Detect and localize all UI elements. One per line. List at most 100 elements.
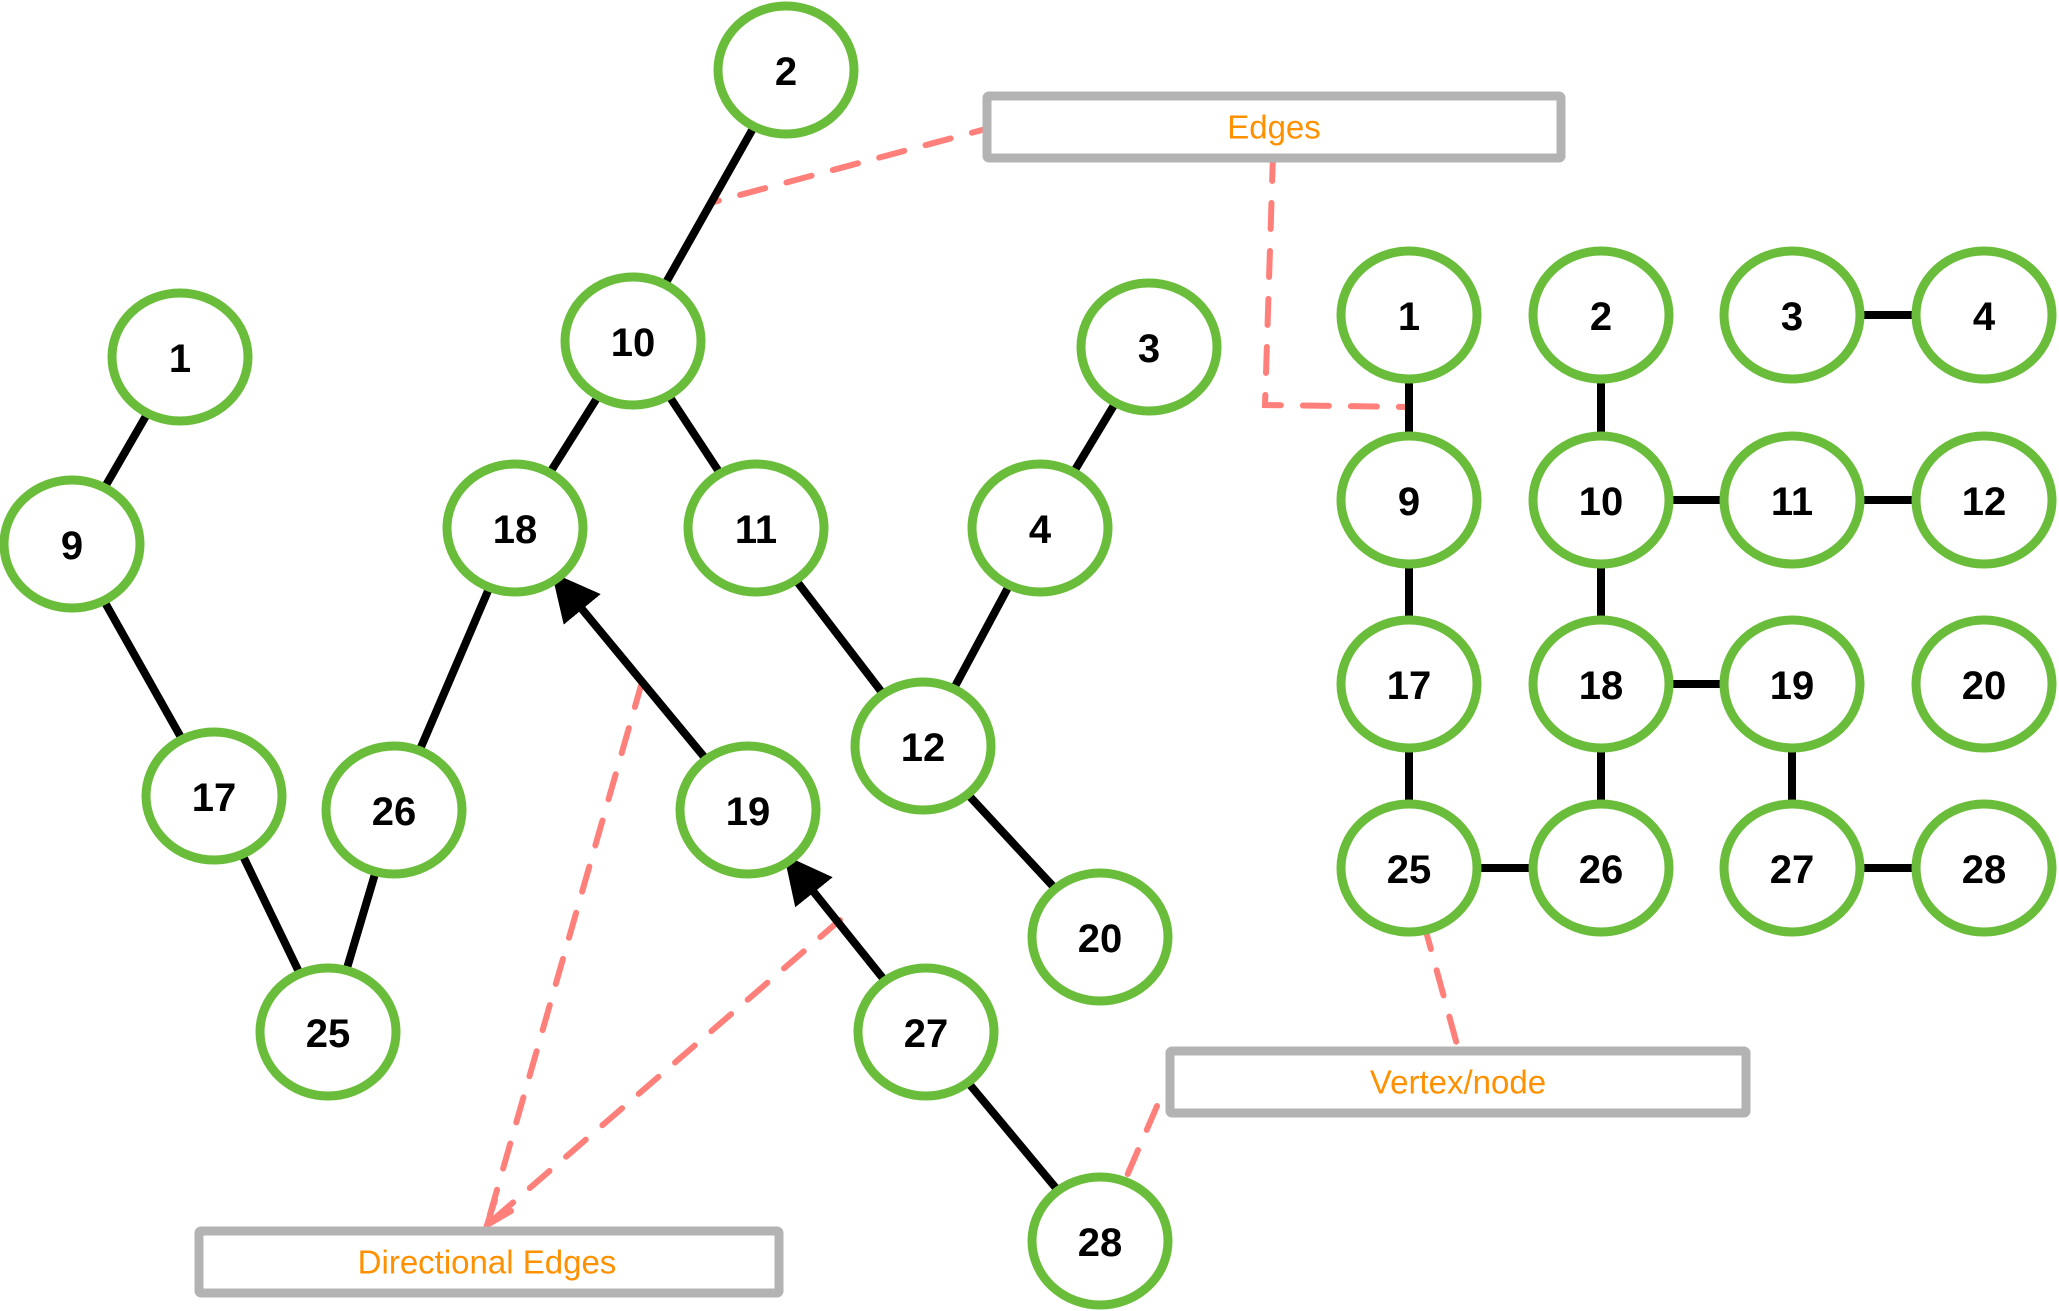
node-label: 10 (611, 321, 656, 365)
node-label: 26 (372, 790, 417, 834)
callout-vertex-to-right-node (1421, 921, 1462, 1055)
left-edge-10-18 (545, 392, 603, 477)
node-label: 9 (1398, 480, 1420, 524)
right-node-9: 9 (1336, 431, 1482, 569)
left-node-25: 25 (255, 963, 401, 1101)
left-edge-9-17 (99, 596, 187, 744)
left-node-20: 20 (1027, 868, 1173, 1006)
node-circle (107, 288, 253, 426)
directional-label-text: Directional Edges (358, 1244, 617, 1281)
edges-label-box: Edges (982, 91, 1566, 163)
left-graph-edges (99, 122, 1120, 1195)
node-circle (1027, 868, 1173, 1006)
left-node-18: 18 (442, 459, 588, 597)
node-circle (1911, 615, 2057, 753)
left-node-10: 10 (560, 272, 706, 410)
node-label: 20 (1962, 664, 2007, 708)
left-node-27: 27 (853, 963, 999, 1101)
right-node-25: 25 (1336, 799, 1482, 937)
node-circle (1911, 246, 2057, 384)
node-circle (1336, 246, 1482, 384)
node-label: 27 (1770, 848, 1815, 892)
left-edge-27-28 (963, 1078, 1063, 1195)
node-label: 28 (1078, 1221, 1123, 1265)
node-label: 11 (735, 508, 777, 552)
callout-edges-to-left-edge (707, 123, 1000, 206)
node-label: 19 (1770, 664, 1815, 708)
node-circle (1719, 246, 1865, 384)
edges-label-text: Edges (1227, 109, 1321, 146)
node-label: 17 (192, 776, 237, 820)
node-label: 12 (1962, 480, 2007, 524)
node-label: 18 (493, 508, 538, 552)
node-label: 1 (1398, 295, 1420, 339)
right-node-20: 20 (1911, 615, 2057, 753)
node-circle (0, 475, 145, 613)
node-circle (560, 272, 706, 410)
node-circle (1528, 799, 1674, 937)
node-label: 27 (904, 1012, 949, 1056)
node-label: 25 (1387, 848, 1432, 892)
vertex-label-box: Vertex/node (1165, 1046, 1751, 1118)
node-label: 4 (1973, 295, 1996, 339)
left-directed-edge-27-19 (783, 854, 890, 985)
node-circle (1911, 431, 2057, 569)
left-node-11: 11 (683, 459, 829, 597)
node-label: 20 (1078, 917, 1123, 961)
left-node-9: 9 (0, 475, 145, 613)
left-node-12: 12 (850, 677, 996, 815)
node-circle (675, 741, 821, 879)
right-node-28: 28 (1911, 799, 2057, 937)
left-edge-3-4 (1069, 398, 1120, 477)
right-node-27: 27 (1719, 799, 1865, 937)
node-label: 3 (1138, 327, 1160, 371)
left-edge-11-12 (791, 575, 888, 699)
left-edge-1-9 (100, 409, 152, 492)
node-label: 18 (1579, 664, 1624, 708)
left-node-3: 3 (1076, 278, 1222, 416)
node-circle (1336, 431, 1482, 569)
node-label: 4 (1029, 508, 1052, 552)
vertex-label-text: Vertex/node (1370, 1064, 1546, 1101)
left-edge-2-10 (660, 122, 759, 289)
node-circle (1719, 431, 1865, 569)
right-node-18: 18 (1528, 615, 1674, 753)
node-label: 17 (1387, 664, 1432, 708)
left-node-26: 26 (321, 741, 467, 879)
right-node-26: 26 (1528, 799, 1674, 937)
left-edge-18-26 (415, 583, 494, 755)
left-edge-26-25 (342, 867, 380, 975)
node-circle (1336, 615, 1482, 753)
right-node-11: 11 (1719, 431, 1865, 569)
node-circle (1528, 615, 1674, 753)
node-circle (850, 677, 996, 815)
right-node-17: 17 (1336, 615, 1482, 753)
node-circle (853, 963, 999, 1101)
callout-edges-to-right-edge (1261, 152, 1413, 410)
right-node-4: 4 (1911, 246, 2057, 384)
left-edge-12-20 (963, 790, 1060, 893)
callout-lines (481, 123, 1462, 1232)
node-label: 11 (1771, 480, 1813, 524)
node-circle (1027, 1172, 1173, 1310)
node-circle (683, 459, 829, 597)
right-node-3: 3 (1719, 246, 1865, 384)
left-node-17: 17 (141, 727, 287, 865)
directional-label-box: Directional Edges (194, 1226, 784, 1298)
right-node-10: 10 (1528, 431, 1674, 569)
node-circle (713, 1, 859, 139)
node-label: 12 (901, 726, 946, 770)
left-node-1: 1 (107, 288, 253, 426)
node-label: 25 (306, 1012, 351, 1056)
node-circle (1911, 799, 2057, 937)
right-node-12: 12 (1911, 431, 2057, 569)
callout-arrowhead (481, 1197, 514, 1232)
node-circle (1076, 278, 1222, 416)
node-circle (255, 963, 401, 1101)
node-label: 9 (61, 524, 83, 568)
node-label: 3 (1781, 295, 1803, 339)
left-node-28: 28 (1027, 1172, 1173, 1310)
